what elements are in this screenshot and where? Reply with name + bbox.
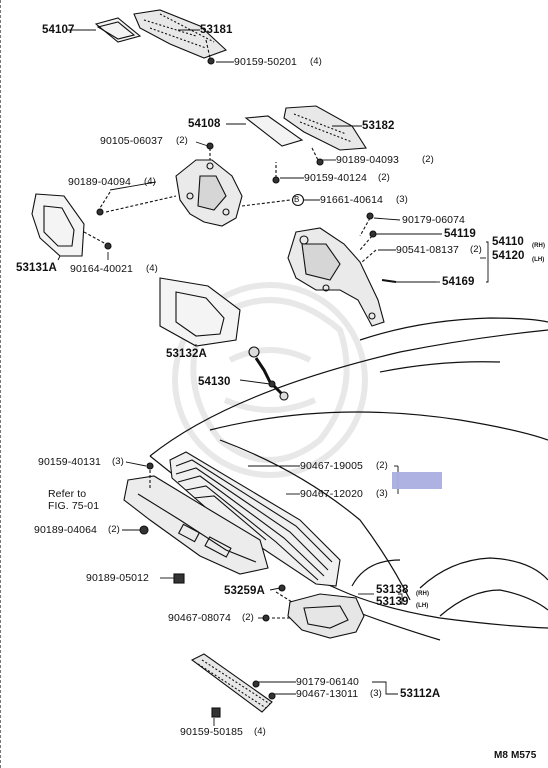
- part-53112A-lower-grille: [190, 653, 273, 713]
- side-54120: (LH): [532, 257, 545, 263]
- label-53139: 53139: [376, 596, 409, 608]
- label-90467-19005: 90467-19005: [300, 460, 363, 472]
- label-90159-50185: 90159-50185: [180, 726, 243, 738]
- label-90189-04093: 90189-04093: [336, 154, 399, 166]
- label-53182: 53182: [362, 120, 395, 132]
- label-53259A: 53259A: [224, 585, 265, 597]
- part-53138-bracket: [287, 593, 365, 639]
- leader-lines: [57, 29, 489, 726]
- label-90105-06037: 90105-06037: [100, 135, 163, 147]
- qty-90159-40131: (3): [112, 456, 124, 467]
- qty-90467-13011: (3): [370, 688, 382, 699]
- label-54120: 54120: [492, 250, 525, 262]
- part-54108-pad: [244, 115, 304, 147]
- label-53181: 53181: [200, 24, 233, 36]
- label-53132A: 53132A: [166, 348, 207, 360]
- label-90467-12020: 90467-12020: [300, 488, 363, 500]
- label-circle-b: B: [294, 195, 300, 204]
- label-90541-08137: 90541-08137: [396, 244, 459, 256]
- side-53138: (RH): [416, 591, 430, 597]
- qty-90467-12020: (3): [376, 488, 388, 499]
- label-54108: 54108: [188, 118, 221, 130]
- qty-90467-08074: (2): [242, 612, 254, 623]
- watermark-emblem: [172, 282, 368, 478]
- label-90467-13011: 90467-13011: [296, 688, 359, 700]
- label-90164-40021: 90164-40021: [70, 263, 133, 275]
- label-53131A: 53131A: [16, 262, 57, 274]
- qty-91661-40614: (3): [396, 194, 408, 205]
- label-90179-06074: 90179-06074: [402, 214, 465, 226]
- label-54110: 54110: [492, 236, 524, 248]
- label-90159-40124: 90159-40124: [304, 172, 367, 184]
- label-90467-08074: 90467-08074: [168, 612, 231, 624]
- qty-90164-40021: (4): [146, 263, 158, 274]
- label-90189-05012: 90189-05012: [86, 572, 149, 584]
- label-91661-40614: 91661-40614: [320, 194, 383, 206]
- qty-90105-06037: (2): [176, 135, 188, 146]
- part-hinge-bracket-left: [175, 159, 243, 227]
- label-53112A: 53112A: [400, 688, 441, 700]
- qty-90467-19005: (2): [376, 460, 388, 471]
- reference-circle-b: [291, 193, 305, 207]
- qty-90189-04064: (2): [108, 524, 120, 535]
- part-hinge-bracket-right: [287, 227, 385, 327]
- qty-90159-40124: (2): [378, 172, 390, 183]
- label-90189-04094: 90189-04094: [68, 176, 131, 188]
- part-53131A-seal: [31, 193, 85, 257]
- page-edge-dashes: [0, 0, 4, 768]
- qty-90159-50185: (4): [254, 726, 266, 737]
- side-53139: (LH): [416, 603, 429, 609]
- part-53182-cover: [283, 105, 367, 151]
- qty-90541-08137: (2): [470, 244, 482, 255]
- part-54107-pad: [94, 17, 142, 43]
- label-90159-40131: 90159-40131: [38, 456, 101, 468]
- label-54107: 54107: [42, 24, 75, 36]
- refer-text-line2: FIG. 75-01: [48, 500, 100, 512]
- part-53181-cover: [133, 9, 228, 59]
- label-54130: 54130: [198, 376, 231, 388]
- qty-90159-50201: (4): [310, 56, 322, 67]
- part-grille: [169, 451, 341, 587]
- refer-text-line1: Refer to: [48, 488, 87, 500]
- qty-90189-04094: (4): [144, 176, 156, 187]
- diagram-code: M8 M575: [494, 750, 537, 761]
- label-90189-04064: 90189-04064: [34, 524, 97, 536]
- label-53138: 53138: [376, 584, 409, 596]
- qty-90189-04093: (2): [422, 154, 434, 165]
- part-radiator-support-panel: [123, 475, 269, 575]
- label-90179-06140: 90179-06140: [296, 676, 359, 688]
- label-54169: 54169: [442, 276, 475, 288]
- label-54119: 54119: [444, 228, 476, 240]
- label-90159-50201: 90159-50201: [234, 56, 297, 68]
- part-53132A-seal: [159, 277, 241, 347]
- side-54110: (RH): [532, 243, 546, 249]
- highlight-box: [392, 472, 442, 489]
